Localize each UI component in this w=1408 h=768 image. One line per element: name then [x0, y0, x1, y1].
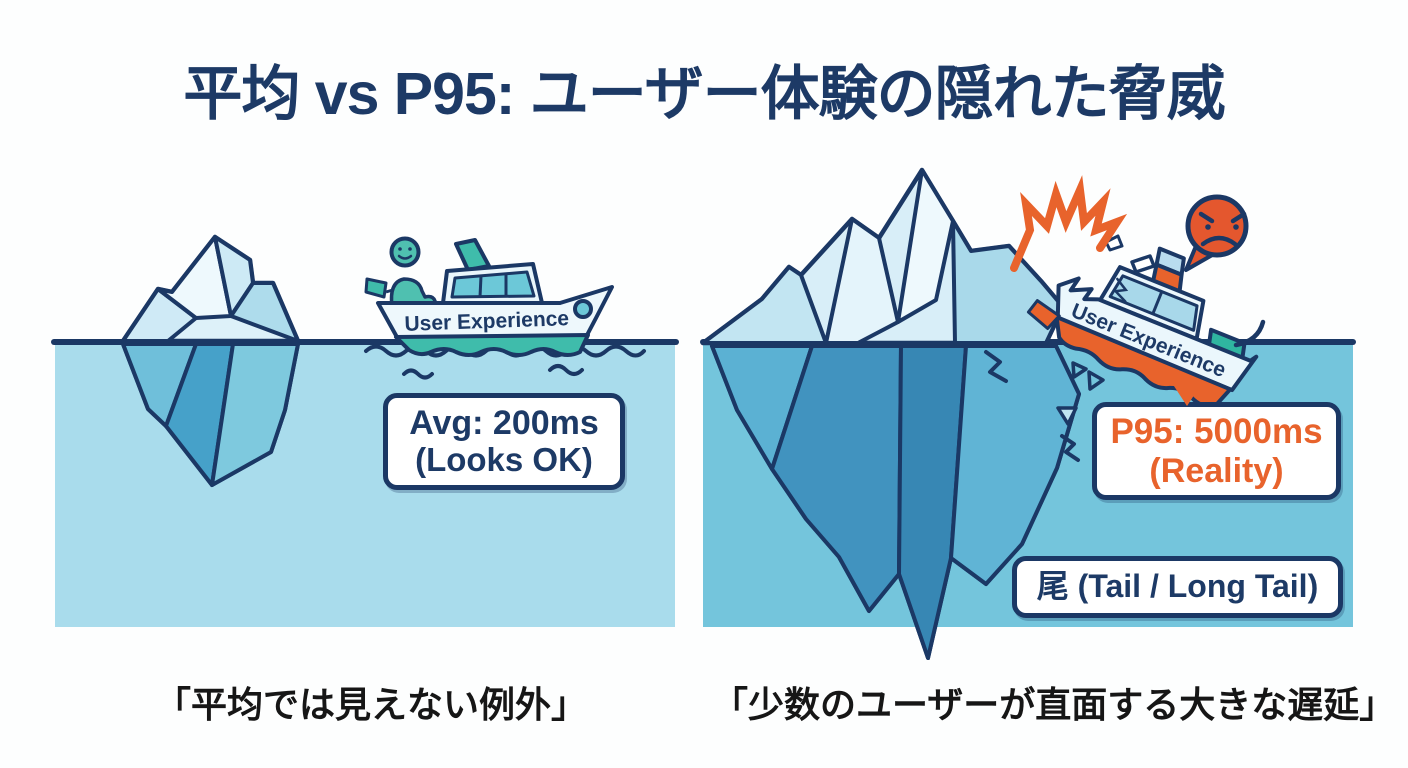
shard-icon: [1104, 234, 1156, 274]
p95-metric-box: P95: 5000ms (Reality): [1092, 402, 1341, 500]
p95-note: (Reality): [1149, 451, 1284, 490]
page-title: 平均 vs P95: ユーザー体験の隠れた脅威: [183, 61, 1225, 127]
waves-icon: [402, 368, 434, 380]
tail-label-box: 尾 (Tail / Long Tail): [1012, 556, 1343, 618]
right-caption: 「少数のユーザーが直面する大きな遅延」: [712, 684, 1396, 725]
cabin-windows: [450, 270, 536, 299]
boat-left-label: User Experience: [404, 307, 569, 336]
boat-keel-pointer: [1172, 383, 1202, 406]
waves-icon: [548, 364, 584, 376]
funnel-icon: [454, 238, 491, 272]
tail-label: 尾 (Tail / Long Tail): [1036, 568, 1319, 605]
crack-icon: [984, 350, 1080, 462]
angry-emoji-bubble-icon: [1184, 194, 1249, 272]
crash-burst-icon: [1010, 175, 1128, 272]
p95-value: P95: 5000ms: [1110, 412, 1323, 452]
hull-lower: [394, 333, 590, 357]
boat-left: User Experience: [364, 236, 646, 380]
large-iceberg-underwater: [710, 344, 1081, 660]
stern-rod-icon: [1233, 319, 1266, 348]
porthole-icon: [573, 299, 593, 319]
avg-metric-box: Avg: 200ms (Looks OK): [383, 393, 625, 490]
left-caption: 「平均では見えない例外」: [155, 684, 588, 725]
small-iceberg-icon: [120, 234, 301, 344]
debris-icon: [1056, 361, 1105, 426]
large-iceberg-icon: [700, 167, 1066, 346]
happy-sailor-icon: [389, 236, 437, 308]
avg-note: (Looks OK): [415, 441, 593, 479]
avg-value: Avg: 200ms: [409, 403, 599, 442]
